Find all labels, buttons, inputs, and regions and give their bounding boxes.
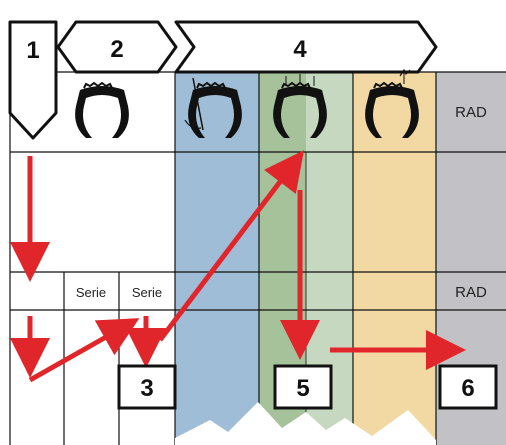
step-5-box-label: 5 — [296, 375, 309, 402]
step-1-banner — [8, 20, 58, 140]
flow-arrows — [10, 150, 466, 383]
arrow-diagonal-up — [158, 150, 305, 342]
step-2-banner — [56, 20, 178, 74]
serie-left-label: Serie — [76, 285, 106, 300]
torn-edge — [175, 402, 436, 445]
step-6-box-label: 6 — [461, 375, 474, 402]
tire-valve-icon — [365, 68, 419, 138]
serie-right-label: Serie — [132, 285, 162, 300]
tire-icon — [75, 81, 129, 138]
column-blue — [175, 72, 259, 445]
step-3-box — [117, 364, 177, 410]
step-3-box-label: 3 — [140, 375, 153, 402]
tire-tread-inspection-icon — [273, 74, 327, 138]
arrow-diagonal-to-serie — [28, 318, 140, 383]
rad-header-label: RAD — [455, 104, 487, 121]
step-4-label: 4 — [293, 36, 307, 63]
step-4-banner — [174, 20, 438, 74]
step-5-box — [273, 364, 333, 410]
rad-row-label: RAD — [455, 284, 487, 301]
tire-mounting-icon — [184, 77, 242, 138]
step-1-label: 1 — [26, 37, 39, 64]
step-headers — [8, 20, 438, 140]
column-yellow — [353, 72, 436, 445]
step-boxes — [117, 364, 498, 410]
step-2-label: 2 — [110, 36, 123, 63]
step-6-box — [438, 364, 498, 410]
